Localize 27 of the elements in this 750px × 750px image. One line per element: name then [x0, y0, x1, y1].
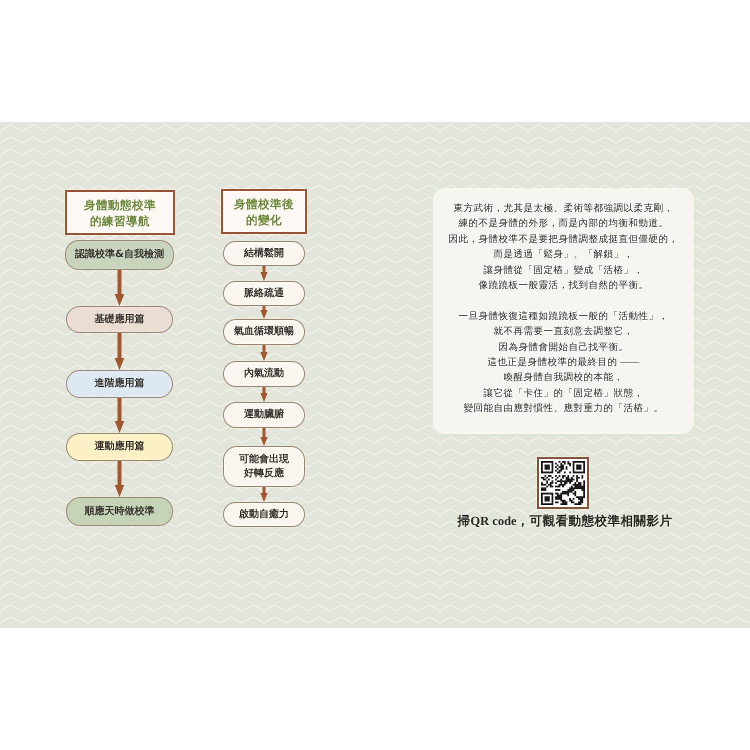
arrow — [260, 428, 268, 446]
arrow — [260, 266, 268, 281]
arrow — [260, 487, 268, 502]
arrow — [114, 333, 124, 370]
step-pill: 運動應用篇 — [66, 433, 173, 461]
step-pill: 氣血循環順暢 — [223, 319, 305, 345]
heading-box: 身體動態校準的練習導航 — [65, 190, 175, 235]
step-pill: 運動臟腑 — [223, 402, 305, 428]
paragraph: 東方武術，尤其是太極、柔術等都強調以柔克剛，練的不是身體的外形，而是內部的均衡和勁道。因此，身體校準不是要把身體調整成挺直但僵硬的，而是透過「鬆身」、「解鎖」，讓身體從「固定樁」變成「活樁」，像蹺蹺板一般靈活，找到自然的平衡。 — [448, 202, 678, 294]
arrow — [114, 270, 124, 306]
step-pill: 啟動自癒力 — [223, 502, 305, 527]
step-pill: 結構鬆開 — [223, 241, 305, 266]
step-pill: 可能會出現好轉反應 — [223, 446, 305, 487]
arrow — [260, 306, 268, 319]
step-pill: 內氣流動 — [223, 361, 305, 387]
step-pill: 進階應用篇 — [66, 370, 173, 398]
arrow — [114, 398, 124, 433]
caption-text: 掃QR code，可觀看動態校準相關影片 — [456, 513, 674, 529]
step-pill: 順應天時做校準 — [66, 497, 173, 526]
heading-box: 身體校準後的變化 — [221, 189, 307, 234]
arrow — [114, 461, 124, 497]
arrow — [260, 345, 268, 361]
arrow — [260, 387, 268, 402]
paragraph: 一旦身體恢復這種如蹺蹺板一般的「活動性」，就不再需要一直刻意去調整它，因為身體會開始自己找平衡。這也正是身體校準的最終目的 ——喚醒身體自我調校的本能，讓它從「卡住」的「固定樁」狀態，變回能自由應對慣性、應對重力的「活樁」。 — [458, 310, 668, 416]
step-pill: 認識校準&自我檢測 — [65, 240, 174, 270]
step-pill: 基礎應用篇 — [66, 306, 173, 333]
step-pill: 脈絡疏通 — [223, 281, 305, 306]
